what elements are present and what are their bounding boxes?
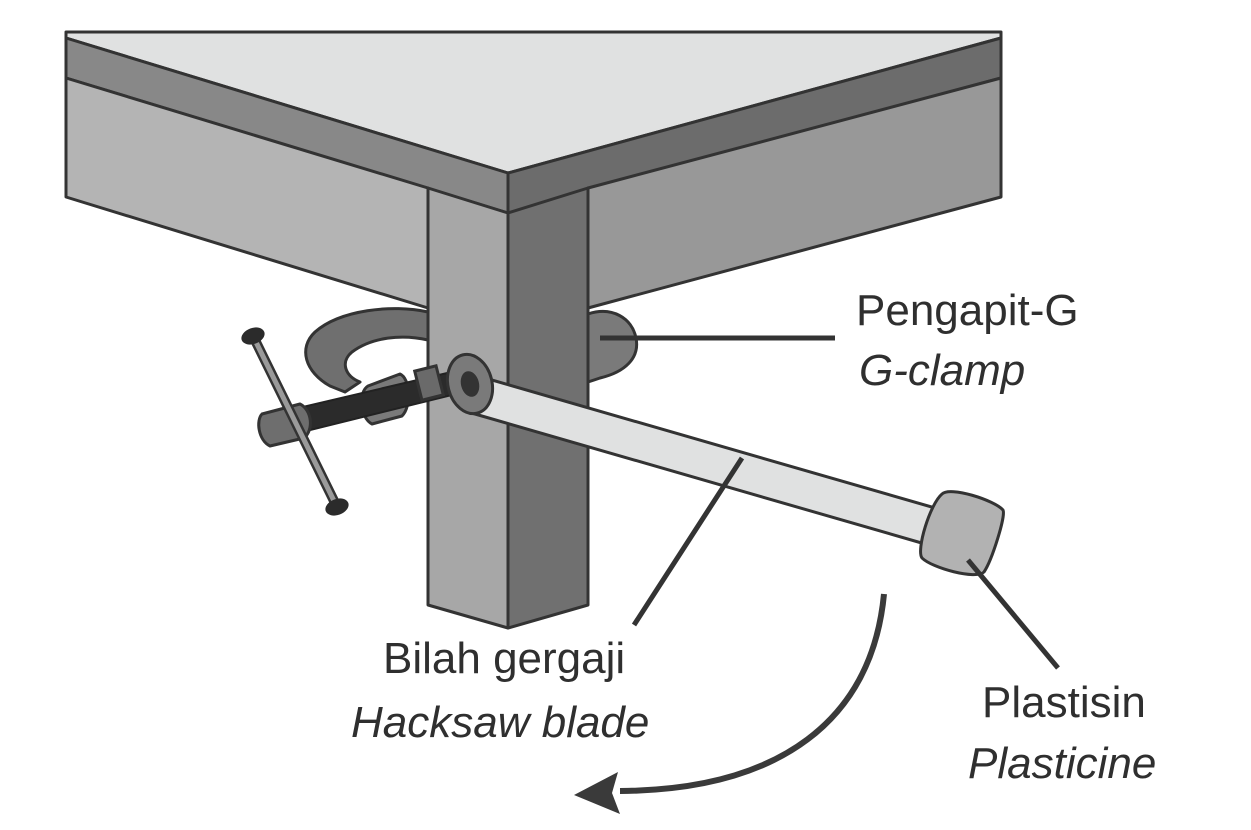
hacksaw-blade <box>445 352 1005 577</box>
g-clamp-tbar-end-bottom <box>325 498 349 516</box>
arrow-curve <box>619 593 887 794</box>
plasticine-label-english: Plasticine <box>968 739 1157 788</box>
g-clamp-label-english: G-clamp <box>859 346 1026 395</box>
g-clamp-pad <box>412 363 446 403</box>
oscillation-arrow <box>574 593 887 814</box>
g-clamp-frame <box>304 307 430 394</box>
plasticine-lump <box>919 490 1005 577</box>
hacksaw-blade-label-english: Hacksaw blade <box>351 698 650 747</box>
leader-line-hacksaw-blade <box>631 456 745 627</box>
g-clamp-tbar-end-top <box>241 327 265 345</box>
plasticine-label-malay: Plastisin <box>982 678 1146 727</box>
leader-line-plasticine <box>966 558 1060 670</box>
arrow-head-icon <box>574 772 620 814</box>
g-clamp-label-malay: Pengapit-G <box>856 286 1079 335</box>
g-clamp-right-jaw <box>586 310 639 384</box>
hacksaw-blade-label-malay: Bilah gergaji <box>383 634 626 683</box>
